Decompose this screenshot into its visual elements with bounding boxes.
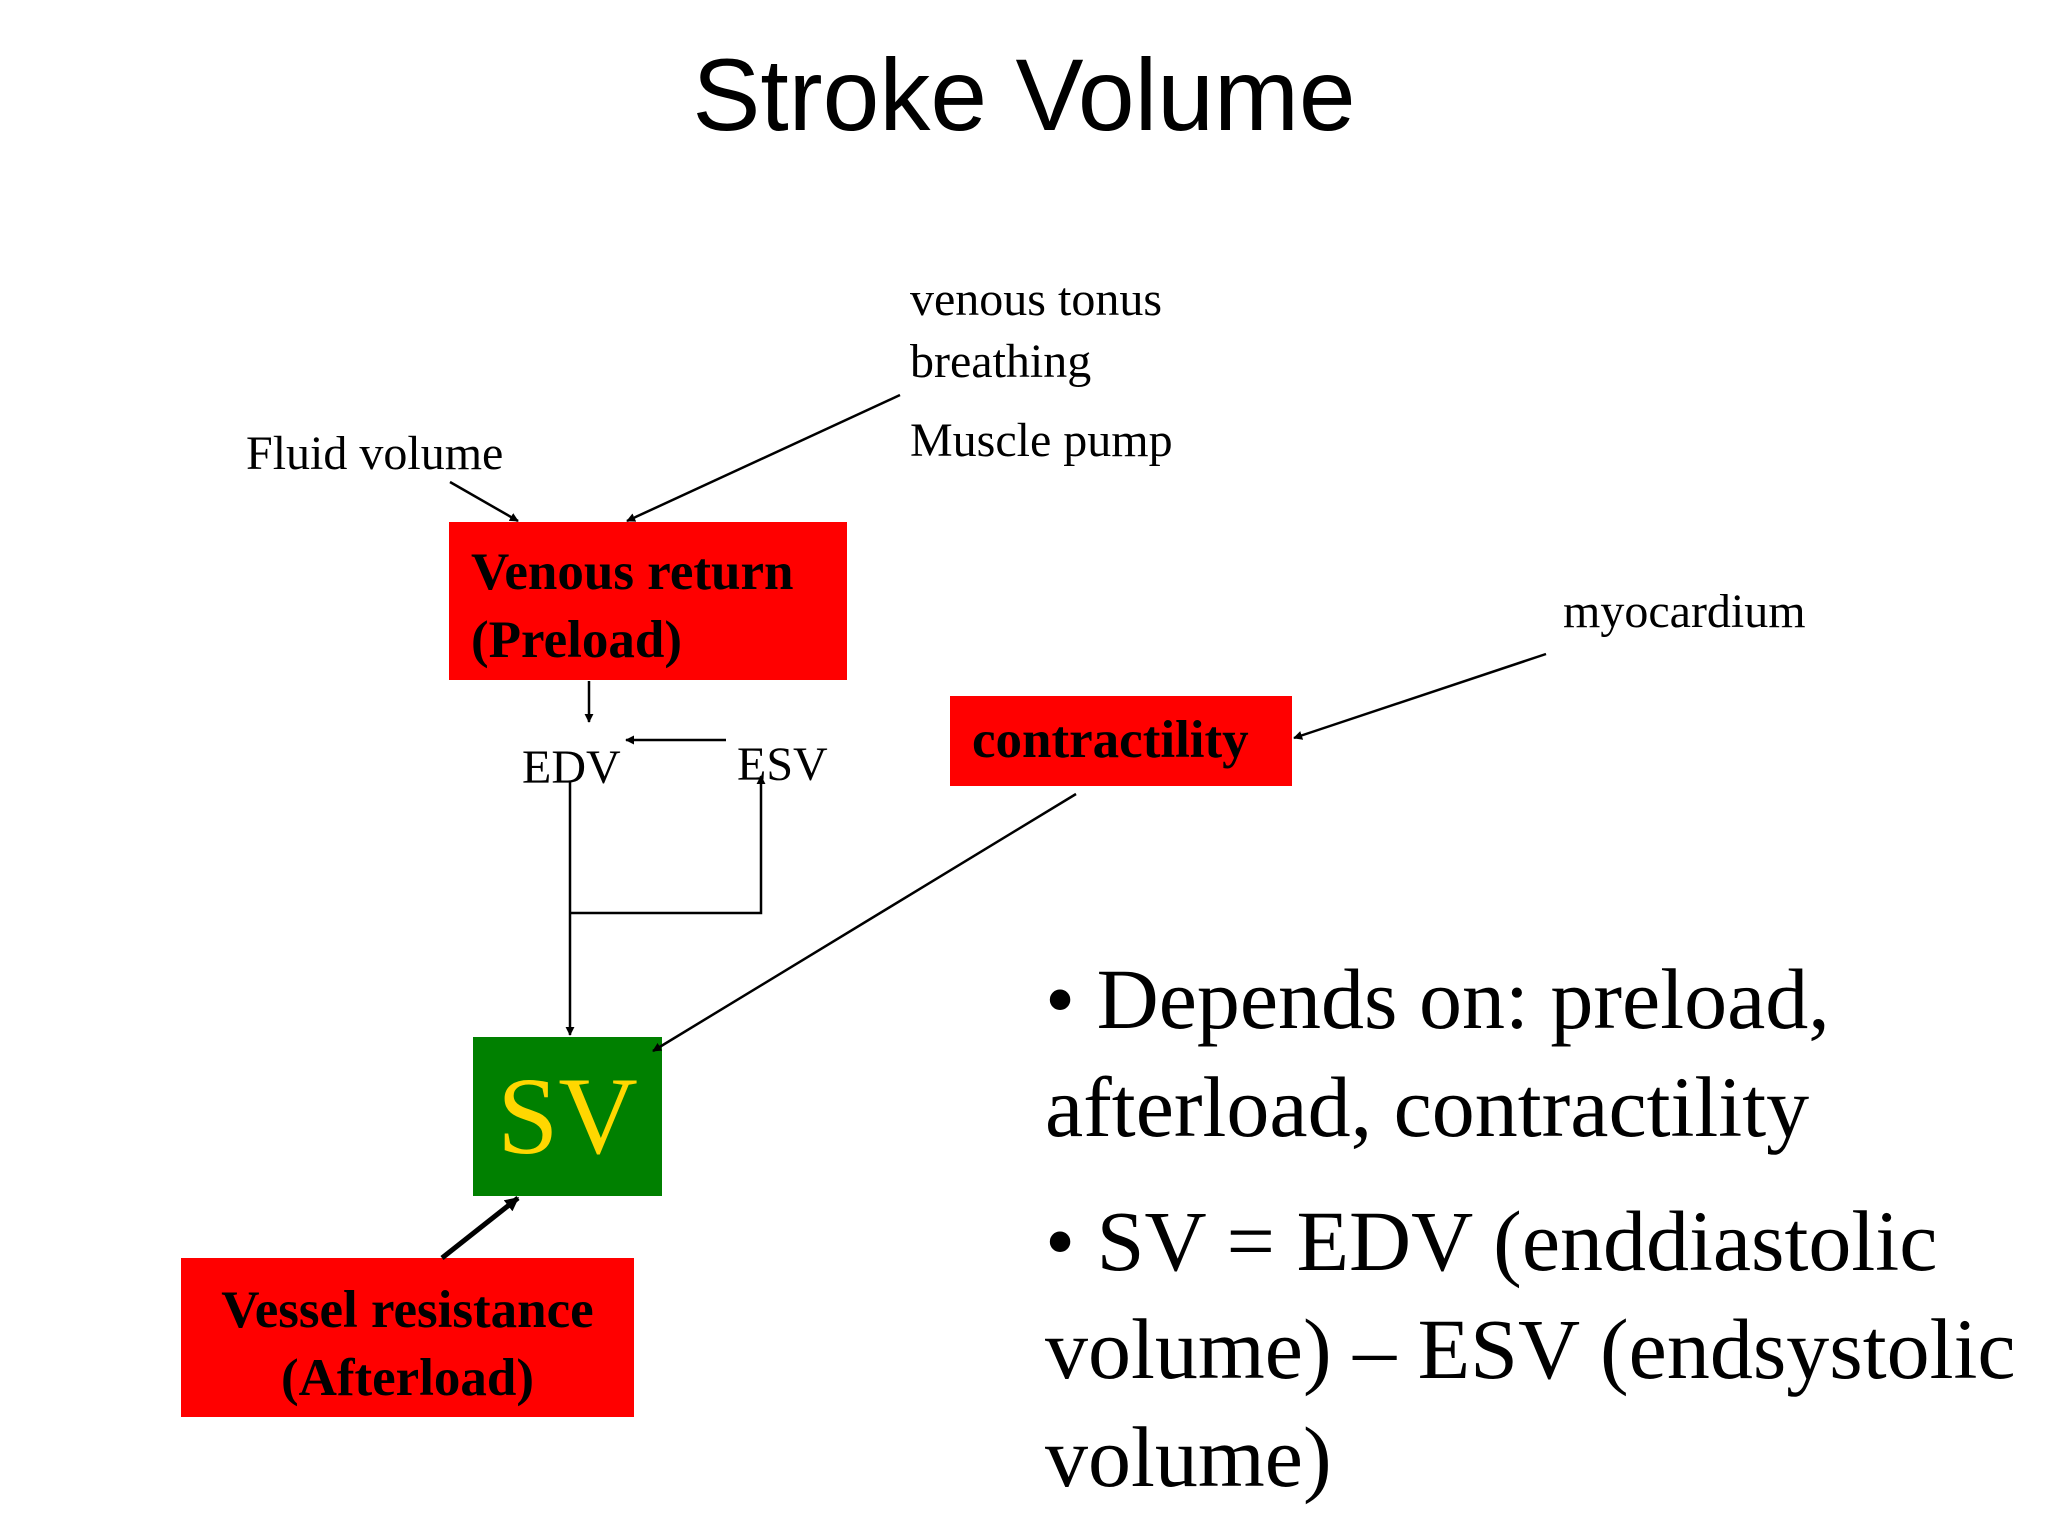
sv-box: SV [473,1037,662,1196]
arrow-loop-to-esv [570,775,766,915]
arrow-myocardium-to-contractility [1293,652,1547,740]
label-edv: EDV [522,741,621,794]
contractility-label: contractility [972,711,1249,769]
preload-label: (Preload) [471,611,682,669]
venous-return-box: Venous return (Preload) [449,522,847,680]
venous-return-label: Venous return [471,543,794,601]
arrow-venous-factors-to-venous [626,393,901,523]
label-breathing: breathing [910,335,1092,388]
label-muscle-pump: Muscle pump [910,414,1173,467]
arrow-afterload-to-sv [440,1196,520,1260]
slide-title: Stroke Volume [692,38,1356,152]
bullet-sv-formula: • SV = EDV (enddiastolic volume) – ESV (… [1045,1193,2016,1505]
vessel-resistance-box: Vessel resistance (Afterload) [181,1258,634,1417]
label-esv: ESV [737,738,828,791]
sv-label: SV [497,1055,638,1177]
bullet-list: • Depends on: preload, afterload, contra… [1045,945,2045,1511]
label-fluid-volume: Fluid volume [246,427,504,480]
label-myocardium: myocardium [1563,585,1806,638]
label-venous-tonus: venous tonus [910,273,1162,326]
contractility-box: contractility [950,696,1292,786]
afterload-label: (Afterload) [280,1349,535,1407]
vessel-resistance-label: Vessel resistance [221,1281,594,1339]
bullet-depends-on: • Depends on: preload, afterload, contra… [1045,951,1830,1155]
arrow-fluid-to-venous [449,480,519,523]
arrow-contractility-to-sv [652,792,1077,1053]
